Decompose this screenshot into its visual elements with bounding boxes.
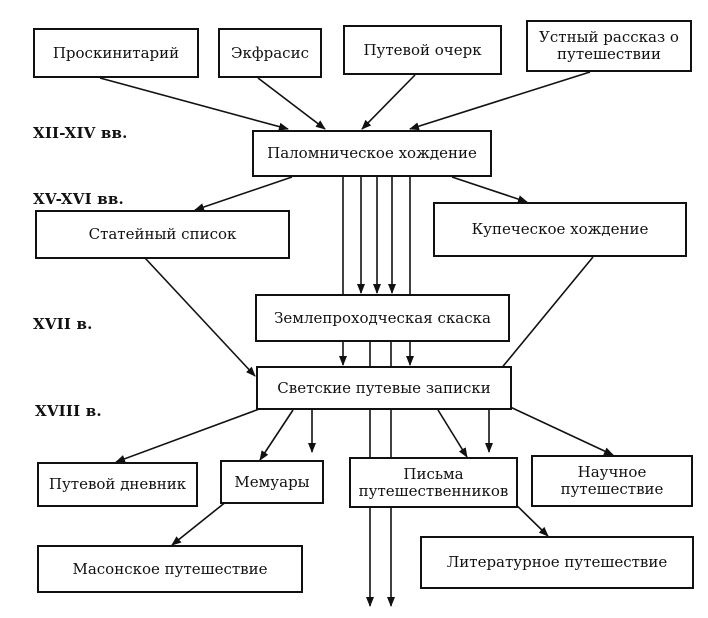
arrow-svetskie-to-memuary [259, 409, 294, 461]
node-zemleprokhod: Землепроходческая скаска [255, 294, 510, 342]
node-ekfrasis: Экфрасис [218, 28, 322, 78]
arrow-kupecheskoe-to-svetskie [494, 256, 594, 377]
node-memuary: Мемуары [220, 460, 324, 504]
node-ustny-rasskaz: Устный рассказ о путешествии [526, 20, 692, 72]
arrow-palomnicheskoe-to-stateyny [194, 176, 293, 211]
node-putevoy-ocherk: Путевой очерк [343, 25, 502, 75]
node-masonskoe: Масонское путешествие [37, 545, 303, 593]
era-label-17: XVII в. [33, 315, 93, 333]
arrow-palomnicheskoe-to-kupecheskoe [451, 176, 528, 203]
era-label-15-16: XV-XVI вв. [33, 190, 124, 208]
node-palomnicheskoe: Паломническое хождение [252, 130, 492, 177]
arrow-proskinitariy-to-palomnicheskoe [99, 77, 289, 131]
arrow-stateyny-to-svetskie [144, 257, 256, 377]
node-dnevnik: Путевой дневник [37, 462, 198, 507]
arrow-ocherk-to-palomnicheskoe [361, 74, 416, 130]
arrow-svetskie-to-dnevnik [115, 407, 263, 463]
node-svetskie: Светские путевые записки [256, 366, 512, 410]
arrow-ekfrasis-to-palomnicheskoe [257, 77, 326, 130]
arrow-svetskie-to-pisma [437, 409, 468, 458]
node-pisma: Письма путешественников [349, 457, 518, 508]
era-label-18: XVIII в. [35, 402, 102, 420]
arrow-memuary-to-masonskoe [171, 496, 233, 546]
node-proskinitariy: Проскинитарий [33, 28, 199, 78]
era-label-12-14: XII-XIV вв. [33, 124, 128, 142]
arrow-rasskaz-to-palomnicheskoe [409, 71, 591, 131]
node-literaturnoe: Литературное путешествие [420, 536, 694, 589]
arrow-svetskie-to-nauchnoe [507, 405, 614, 456]
node-stateyny: Статейный список [35, 210, 290, 259]
node-nauchnoe: Научное путешествие [531, 455, 693, 507]
node-kupecheskoe: Купеческое хождение [433, 202, 687, 257]
